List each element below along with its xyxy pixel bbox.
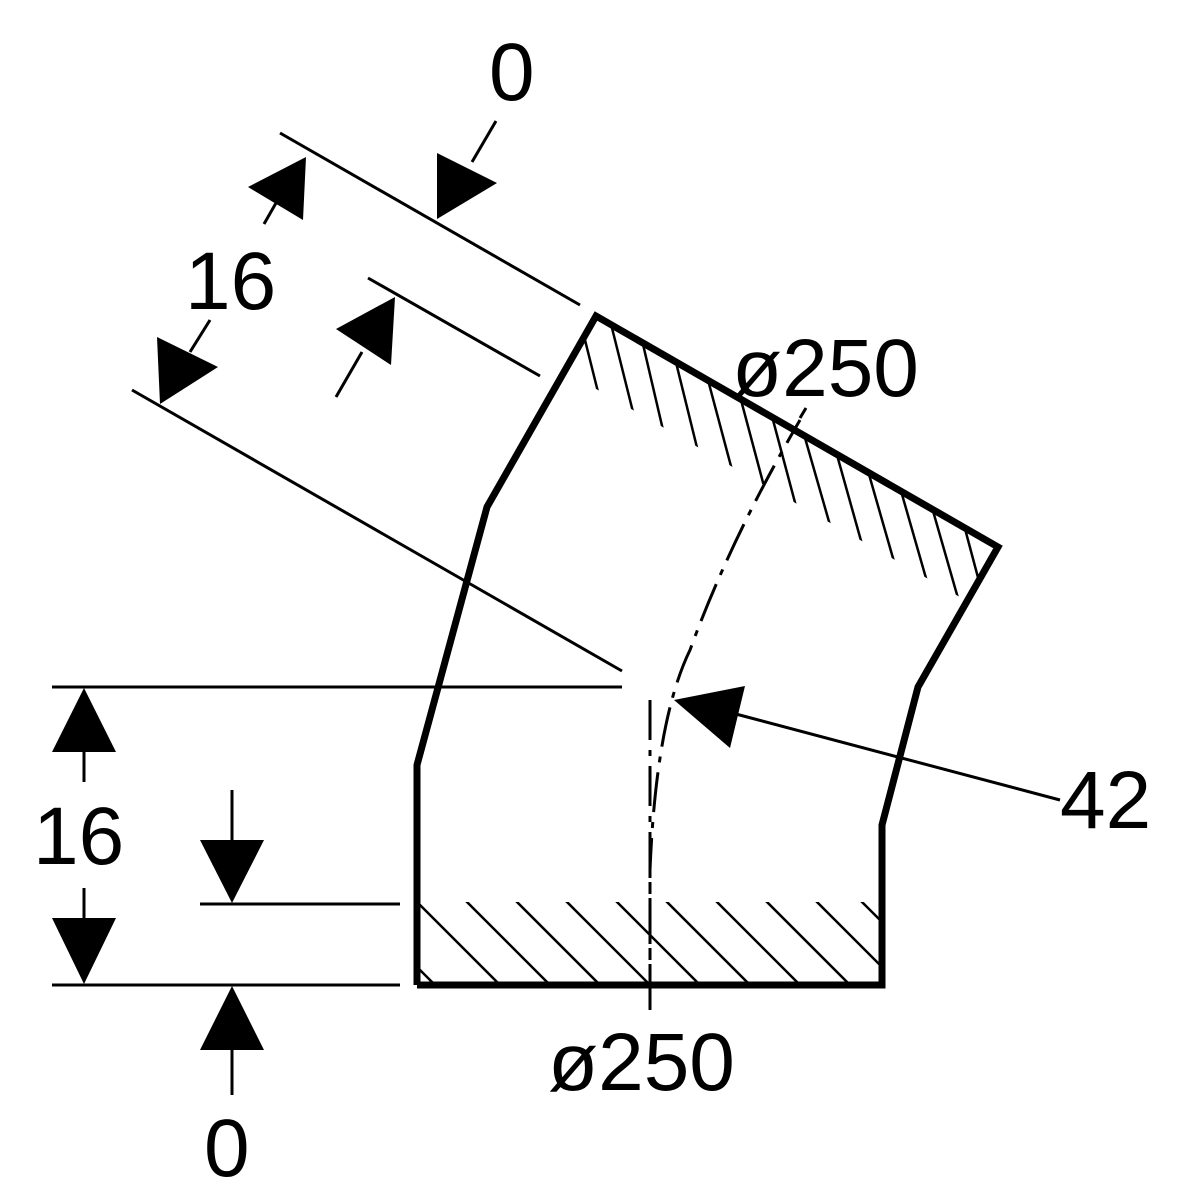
arrow-up-icon: [52, 688, 116, 752]
top-diameter-label: ø250: [732, 323, 919, 414]
arrow-left-icon: [674, 686, 745, 748]
extension-lines: [52, 131, 623, 987]
bottom-length-label: 16: [33, 791, 124, 882]
arrow-up-icon: [200, 986, 264, 1050]
arrow-up-icon: [336, 297, 395, 365]
bottom-offset-dimension: [200, 790, 264, 1095]
top-diameter-leader: [798, 407, 808, 419]
pipe-body-outline: [413, 311, 1003, 989]
arrow-down-icon: [437, 153, 497, 219]
bend-angle-label: 42: [1060, 755, 1151, 846]
bottom-diameter-label: ø250: [548, 1017, 735, 1108]
top-offset-label: 0: [489, 27, 535, 118]
bottom-hatch-band: [418, 902, 882, 985]
arrow-up-icon: [248, 157, 306, 220]
arrow-down-icon: [52, 918, 116, 984]
bend-angle-leader: [674, 686, 1061, 802]
angled-length-dimension: [157, 157, 306, 404]
arrow-down-icon: [157, 337, 218, 404]
bottom-length-dimension: [52, 688, 116, 984]
arrow-down-icon: [200, 840, 264, 903]
angled-length-label: 16: [185, 236, 276, 327]
center-line: [648, 419, 802, 1010]
bottom-offset-label: 0: [204, 1103, 250, 1194]
top-offset-dimension: [334, 120, 498, 398]
